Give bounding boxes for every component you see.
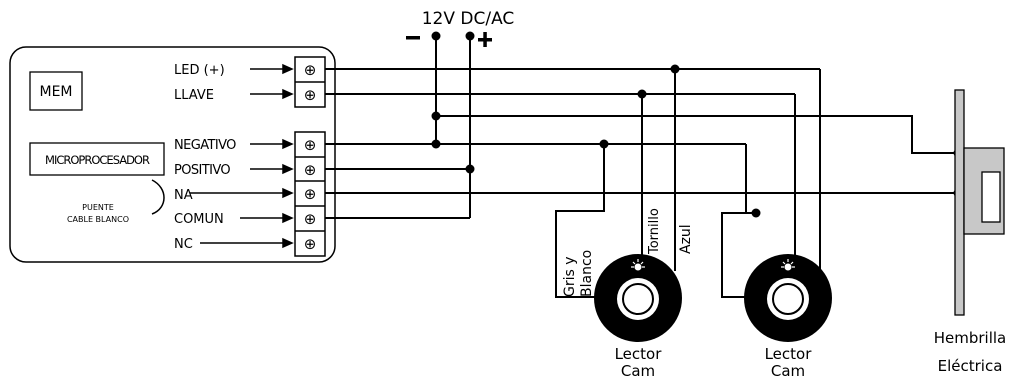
wire-label-blue: Azul	[678, 224, 694, 254]
terminal-label-led: LED (+)	[174, 63, 225, 78]
reader-1-label-line1: Lector	[615, 345, 663, 363]
jumper-wire	[151, 179, 165, 215]
electric-strike	[954, 89, 1005, 316]
terminal-screw: ⊕	[304, 61, 317, 79]
terminal-label-negativo: NEGATIVO	[174, 138, 236, 153]
terminal-screw: ⊕	[304, 136, 317, 154]
reader-2-label-line2: Cam	[771, 362, 805, 380]
terminal-screw: ⊕	[304, 86, 317, 104]
terminal-label-na: NA	[174, 188, 193, 203]
terminal-block-bottom	[294, 131, 326, 257]
mem-label: MEM	[39, 84, 72, 100]
terminal-label-nc: NC	[174, 237, 193, 252]
reader-2-label-line1: Lector	[765, 345, 813, 363]
jumper-label-2: CABLE BLANCO	[67, 215, 129, 224]
mem-chip	[29, 71, 83, 111]
terminal-screw: ⊕	[304, 235, 317, 253]
cpu-label: MICROPROCESADOR	[45, 153, 150, 167]
terminal-screw: ⊕	[304, 161, 317, 179]
power-minus-sign	[406, 36, 420, 40]
controller-box	[9, 46, 336, 263]
terminal-screw: ⊕	[304, 185, 317, 203]
terminal-screw: ⊕	[304, 210, 317, 228]
terminal-arrows	[190, 63, 294, 249]
jumper-label-1: PUENTE	[82, 203, 114, 212]
strike-label-line1: Hembrilla	[934, 329, 1007, 347]
terminal-label-comun: COMUN	[174, 212, 224, 227]
reader-1	[594, 254, 682, 342]
wire-label-gray-white-1: Gris y	[562, 256, 578, 297]
terminal-label-llave: LLAVE	[174, 88, 214, 103]
cpu-chip	[29, 142, 165, 176]
terminal-label-positivo: POSITIVO	[174, 163, 230, 178]
wire-label-gray-white-2: Blanco	[579, 250, 595, 297]
reader-1-label-line2: Cam	[621, 362, 655, 380]
strike-label-line2: Eléctrica	[938, 357, 1003, 375]
power-label: 12V DC/AC	[422, 9, 515, 29]
junction-dots	[431, 31, 963, 218]
wires	[325, 36, 958, 298]
wire-label-screw: Tornillo	[647, 208, 662, 255]
reader-2	[744, 254, 832, 342]
power-plus-v	[483, 32, 487, 47]
